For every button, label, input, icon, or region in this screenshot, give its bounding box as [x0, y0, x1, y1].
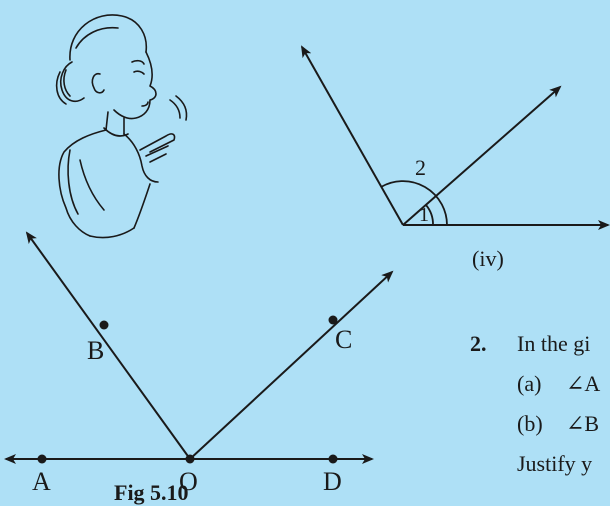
point-b [99, 320, 109, 330]
girl-illustration [55, 14, 188, 239]
point-a [37, 454, 47, 464]
part-a-label: (a) [517, 371, 542, 396]
figure-iv-caption: (iv) [472, 246, 504, 271]
angle-arc-1 [425, 204, 434, 226]
angle-label-2: 2 [415, 155, 426, 180]
label-b: B [87, 336, 104, 365]
angle-label-1: 1 [419, 204, 429, 226]
ray-left [301, 45, 404, 226]
question-number: 2. [470, 331, 487, 356]
ray-ob [25, 231, 191, 460]
part-b-text: ∠B [566, 411, 600, 436]
question-stem: In the gi [517, 331, 591, 356]
label-d: D [323, 467, 342, 496]
ray-oc [189, 270, 394, 460]
angle-arc-2 [380, 180, 448, 226]
point-c [328, 315, 338, 325]
question-footer: Justify y [517, 451, 593, 476]
figure-iv: 2 1 (iv) [301, 45, 610, 271]
point-d [328, 454, 338, 464]
part-a-text: ∠A [566, 371, 601, 396]
figure-caption: Fig 5.10 [114, 480, 189, 505]
part-b-label: (b) [517, 411, 543, 436]
ray-middle [402, 85, 562, 226]
label-a: A [32, 467, 51, 496]
label-o: O [179, 467, 198, 496]
label-c: C [335, 325, 352, 354]
point-o [185, 454, 195, 464]
figure-5-10: A B O C D Fig 5.10 [4, 231, 394, 505]
